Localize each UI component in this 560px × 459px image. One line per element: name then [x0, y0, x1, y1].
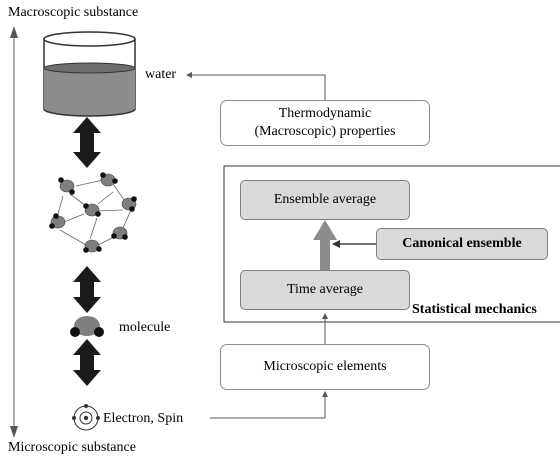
double-arrow-icon	[73, 339, 101, 386]
thick-up-arrow	[313, 220, 337, 270]
microscopic-elements-label: Microscopic elements	[263, 359, 387, 374]
statistical-mechanics-frame	[223, 165, 560, 323]
microscopic-substance-label: Microscopic substance	[8, 440, 136, 455]
thermodynamic-line-2: (Macroscopic) properties	[254, 124, 396, 139]
ensemble-average-label: Ensemble average	[273, 192, 377, 207]
water-label: water	[145, 67, 177, 82]
macroscopic-substance-label: Macroscopic substance	[8, 5, 139, 20]
canonical-ensemble-box: Canonical ensemble	[376, 228, 548, 260]
double-arrow-icon	[73, 117, 101, 168]
electron-spin-label: Electron, Spin	[103, 411, 184, 426]
connector-arrow	[210, 391, 328, 419]
atom-icon	[72, 404, 100, 431]
molecule-icon	[70, 316, 104, 337]
water-beaker-icon	[43, 31, 136, 117]
double-arrow-icon	[73, 266, 101, 313]
molecule-cluster-icon	[49, 172, 137, 253]
time-average-box: Time average	[240, 270, 410, 310]
scale-axis	[10, 26, 18, 438]
thermodynamic-line-1: Thermodynamic	[278, 106, 372, 121]
microscopic-elements-box: Microscopic elements	[220, 344, 430, 390]
canonical-ensemble-label: Canonical ensemble	[402, 236, 522, 251]
connector-arrow	[186, 72, 326, 100]
time-average-label: Time average	[286, 282, 364, 297]
molecule-label: molecule	[119, 320, 171, 335]
thermodynamic-properties-box: Thermodynamic (Macroscopic) properties	[220, 100, 430, 146]
ensemble-average-box: Ensemble average	[240, 180, 410, 220]
statistical-mechanics-label: Statistical mechanics	[412, 302, 537, 317]
